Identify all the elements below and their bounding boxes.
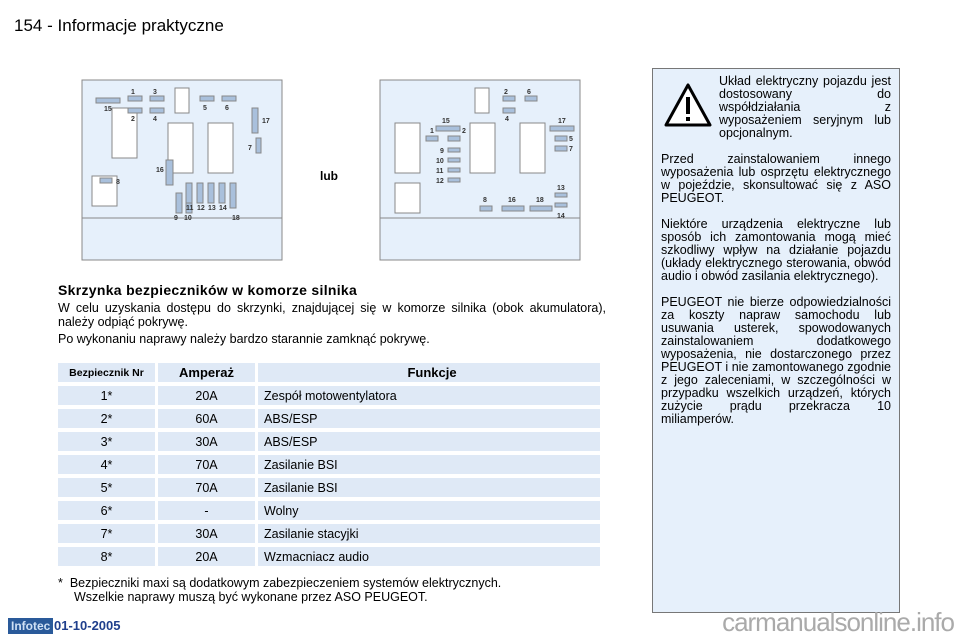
fuse-label: 9 <box>440 148 444 155</box>
amperage: 30A <box>158 432 255 451</box>
fuse-number: 4* <box>58 455 155 474</box>
fuse-label: 16 <box>156 167 164 174</box>
header-fuse-nr: Bezpiecznik Nr <box>58 363 155 382</box>
fuse-label: 2 <box>131 116 135 123</box>
function: Zasilanie BSI <box>258 478 600 497</box>
amperage: 20A <box>158 547 255 566</box>
footnote-line: Wszelkie naprawy muszą być wykonane prze… <box>74 590 428 604</box>
fuse-number: 7* <box>58 524 155 543</box>
function: Wzmacniacz audio <box>258 547 600 566</box>
fuse-label: 11 <box>186 205 194 212</box>
fuse-label: 10 <box>184 215 192 222</box>
fuse-label: 2 <box>504 89 508 96</box>
warning-icon <box>664 83 712 127</box>
fuse-label: 15 <box>104 106 112 113</box>
fuse-label: 13 <box>208 205 216 212</box>
fuse-label: 13 <box>557 185 565 192</box>
table-row: 6*-Wolny <box>58 501 600 520</box>
fuse-label: 17 <box>262 118 270 125</box>
footer-date: 01-10-2005 <box>54 618 121 633</box>
fuse-label: 14 <box>219 205 227 212</box>
amperage: 30A <box>158 524 255 543</box>
fuse-label: 8 <box>483 197 487 204</box>
function: Zespół motowentylatora <box>258 386 600 405</box>
warning-text: PEUGEOT nie bierze odpowiedzialności za … <box>661 295 891 426</box>
warning-text: Układ elektryczny pojazdu jest dostosowa… <box>719 74 891 140</box>
fuse-label: 7 <box>248 145 252 152</box>
fuse-number: 3* <box>58 432 155 451</box>
fuse-label: 2 <box>462 128 466 135</box>
warning-box: Układ elektryczny pojazdu jest dostosowa… <box>652 68 900 613</box>
fuse-label: 5 <box>203 105 207 112</box>
page-header: 154 - Informacje praktyczne <box>14 16 224 36</box>
page-title: Informacje praktyczne <box>57 16 224 35</box>
function: Wolny <box>258 501 600 520</box>
fuse-label: 7 <box>569 146 573 153</box>
header-amperage: Amperaż <box>158 363 255 382</box>
fuse-label: 16 <box>508 197 516 204</box>
header-functions: Funkcje <box>258 363 600 382</box>
paragraph-access: W celu uzyskania dostępu do skrzynki, zn… <box>58 301 606 329</box>
fuse-label: 12 <box>197 205 205 212</box>
fuse-label: 1 <box>430 128 434 135</box>
fuse-label: 18 <box>536 197 544 204</box>
fuse-label: 4 <box>153 116 157 123</box>
function: ABS/ESP <box>258 432 600 451</box>
fuse-label: 18 <box>232 215 240 222</box>
amperage: - <box>158 501 255 520</box>
fuse-label: 6 <box>225 105 229 112</box>
fuse-label: 8 <box>116 179 120 186</box>
fuse-label: 15 <box>442 118 450 125</box>
or-label: lub <box>320 169 338 183</box>
fuse-box-right <box>379 79 581 261</box>
fuse-number: 6* <box>58 501 155 520</box>
fuse-label: 4 <box>505 116 509 123</box>
function: Zasilanie BSI <box>258 455 600 474</box>
function: ABS/ESP <box>258 409 600 428</box>
watermark: carmanualsonline.info <box>722 607 955 637</box>
page-number: 154 <box>14 16 43 35</box>
warning-text: Niektóre urządzenia elektryczne lub spos… <box>661 217 891 283</box>
fuse-number: 2* <box>58 409 155 428</box>
separator: - <box>47 16 53 35</box>
fuse-number: 1* <box>58 386 155 405</box>
amperage: 70A <box>158 478 255 497</box>
fuse-label: 10 <box>436 158 444 165</box>
fuse-label: 14 <box>557 213 565 220</box>
fuse-label: 9 <box>174 215 178 222</box>
warning-text: Przed zainstalowaniem innego wyposażenia… <box>661 152 891 205</box>
section-title: Skrzynka bezpieczników w komorze silnika <box>58 282 358 298</box>
fuse-label: 6 <box>527 89 531 96</box>
fuse-label: 1 <box>131 89 135 96</box>
infotec-logo: Infotec <box>8 618 54 634</box>
fuse-number: 5* <box>58 478 155 497</box>
fuse-label: 17 <box>558 118 566 125</box>
fuse-label: 11 <box>436 168 444 175</box>
paragraph-close: Po wykonaniu naprawy należy bardzo stara… <box>58 332 430 346</box>
footnote-line: Bezpieczniki maxi są dodatkowym zabezpie… <box>69 576 502 590</box>
fuse-number: 8* <box>58 547 155 566</box>
fuse-label: 12 <box>436 178 444 185</box>
footnote: * Bezpieczniki maxi są dodatkowym zabezp… <box>58 576 618 604</box>
footnote-mark: * <box>58 576 63 590</box>
fuse-label: 5 <box>569 136 573 143</box>
fuse-box-left <box>81 79 283 261</box>
amperage: 70A <box>158 455 255 474</box>
amperage: 20A <box>158 386 255 405</box>
amperage: 60A <box>158 409 255 428</box>
fuse-label: 3 <box>153 89 157 96</box>
function: Zasilanie stacyjki <box>258 524 600 543</box>
